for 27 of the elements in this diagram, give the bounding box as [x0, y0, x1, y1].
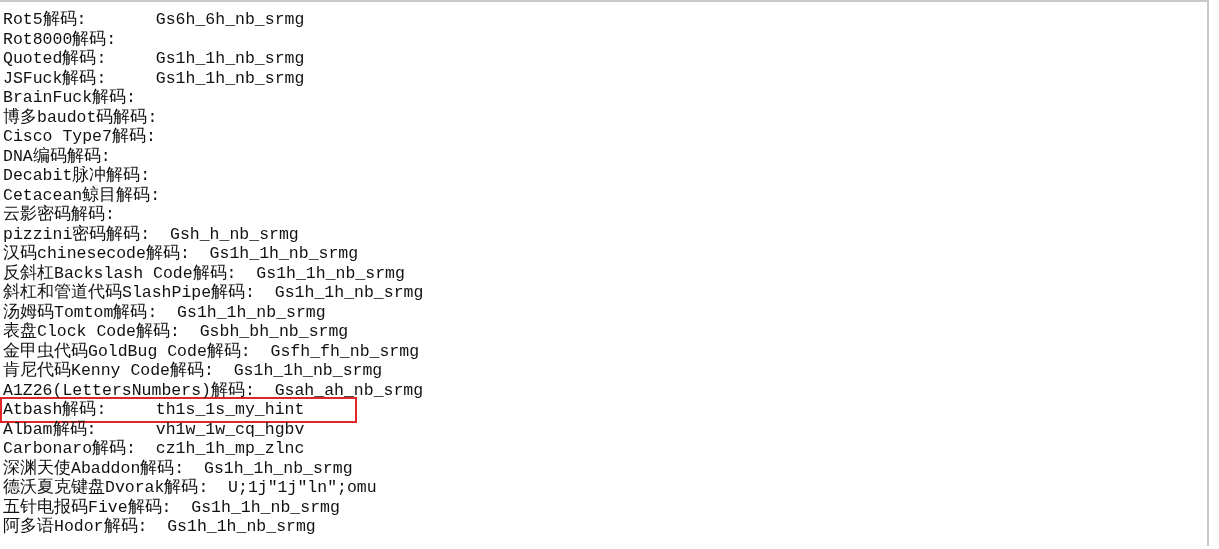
output-line: A1Z26(LettersNumbers)解码: Gsah_ah_nb_srmg — [3, 380, 424, 400]
output-line: JSFuck解码: Gs1h_1h_nb_srmg — [3, 68, 305, 88]
output-line: Carbonaro解码: cz1h_1h_mp_zlnc — [3, 439, 305, 459]
output-line: 汤姆码Tomtom解码: Gs1h_1h_nb_srmg — [3, 302, 326, 322]
output-line: 肯尼代码Kenny Code解码: Gs1h_1h_nb_srmg — [3, 361, 383, 381]
output-line: 德沃夏克键盘Dvorak解码: U;1j"1j"ln";omu — [3, 478, 377, 498]
output-line: 汉码chinesecode解码: Gs1h_1h_nb_srmg — [3, 244, 359, 264]
output-line: Albam解码: vh1w_1w_cq_hgbv — [3, 419, 305, 439]
output-line: Cetacean鲸目解码: — [3, 185, 161, 205]
output-line: 表盘Clock Code解码: Gsbh_bh_nb_srmg — [3, 322, 349, 342]
output-line: Rot8000解码: — [3, 29, 117, 49]
output-line: Rot5解码: Gs6h_6h_nb_srmg — [3, 10, 305, 30]
output-line: 五针电报码Five解码: Gs1h_1h_nb_srmg — [3, 497, 340, 517]
output-line: pizzini密码解码: Gsh_h_nb_srmg — [3, 224, 299, 244]
output-line: 深渊天使Abaddon解码: Gs1h_1h_nb_srmg — [3, 458, 353, 478]
output-line: Quoted解码: Gs1h_1h_nb_srmg — [3, 49, 305, 69]
output-line: BrainFuck解码: — [3, 88, 137, 108]
output-line: 金甲虫代码GoldBug Code解码: Gsfh_fh_nb_srmg — [3, 341, 420, 361]
output-line: Cisco Type7解码: — [3, 127, 156, 147]
output-line: Atbash解码: th1s_1s_my_hint — [3, 400, 306, 420]
output-line: 阿多语Hodor解码: Gs1h_1h_nb_srmg — [3, 517, 316, 537]
output-line: 博多baudot码解码: — [3, 107, 158, 127]
output-line: Decabit脉冲解码: — [3, 166, 151, 186]
output-line: 斜杠和管道代码SlashPipe解码: Gs1h_1h_nb_srmg — [3, 283, 424, 303]
output-line: 反斜杠Backslash Code解码: Gs1h_1h_nb_srmg — [3, 263, 405, 283]
output-line: 云影密码解码: — [3, 205, 115, 224]
output-line: DNA编码解码: — [3, 146, 111, 166]
